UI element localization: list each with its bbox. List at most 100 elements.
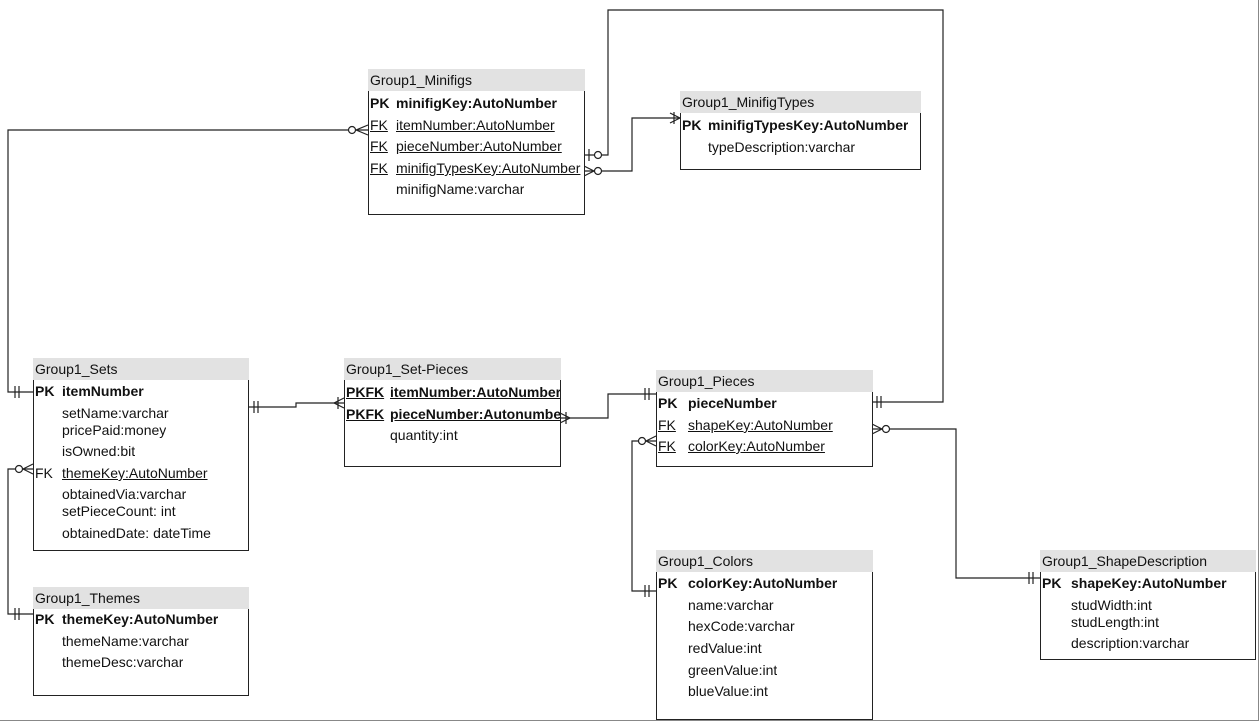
crow-many-st-a: [22, 463, 34, 470]
field-name: studWidth:int: [1071, 597, 1152, 613]
entity-minifigs[interactable]: Group1_Minifigs PK minifigKey:AutoNumber…: [368, 69, 585, 215]
field-row: isOwned:bit: [34, 442, 248, 460]
crow-zero-minifigs-t: [593, 166, 603, 176]
field-row: PK themeKey:AutoNumber: [34, 610, 248, 628]
pkfk-label: PKFK: [346, 384, 385, 400]
field-name: colorKey:AutoNumber: [688, 575, 838, 591]
field-name: redValue:int: [688, 640, 762, 656]
entity-title: Group1_ShapeDescription: [1040, 550, 1256, 572]
field-row: FK pieceNumber:AutoNumber: [369, 137, 584, 155]
fk-label: FK: [658, 438, 676, 454]
pk-label: PK: [35, 611, 55, 627]
field-row: FK minifigTypesKey:AutoNumber: [369, 159, 584, 177]
field-name: setPieceCount: int: [62, 503, 176, 519]
field-row: minifigName:varchar: [369, 180, 584, 198]
field-row: pricePaid:money: [34, 421, 248, 439]
entity-setpieces[interactable]: Group1_Set-Pieces PKFK itemNumber:AutoNu…: [344, 358, 561, 467]
rel-pieces-colors: [631, 440, 656, 592]
field-name: typeDescription:varchar: [708, 139, 856, 155]
field-row: PK itemNumber: [34, 382, 248, 400]
fk-label: FK: [658, 417, 676, 433]
field-name: themeName:varchar: [62, 633, 189, 649]
field-name: obtainedVia:varchar: [62, 486, 187, 502]
pk-label: PK: [682, 117, 702, 133]
entity-themes[interactable]: Group1_Themes PK themeKey:AutoNumber the…: [33, 587, 249, 696]
field-name: hexCode:varchar: [688, 618, 795, 634]
field-row: PK minifigTypesKey:AutoNumber: [681, 116, 920, 134]
crow-one-types-b: [669, 117, 681, 124]
rel-setpieces-pieces: [560, 393, 656, 419]
field-name: pieceNumber:AutoNumber: [396, 138, 562, 154]
field-name: itemNumber: [62, 383, 144, 399]
field-row: setPieceCount: int: [34, 502, 248, 520]
crow-many-minifigs-t-a: [583, 165, 595, 172]
field-row: FK shapeKey:AutoNumber: [657, 416, 872, 434]
entity-title: Group1_Set-Pieces: [344, 358, 561, 380]
field-row: PK minifigKey:AutoNumber: [369, 94, 584, 112]
crow-many-ps-b: [871, 428, 883, 435]
entity-colors[interactable]: Group1_Colors PK colorKey:AutoNumber nam…: [656, 550, 873, 720]
field-name: quantity:int: [390, 427, 458, 443]
crow-many-sp-a: [333, 397, 345, 404]
rel-minifigs-pieces: [584, 9, 944, 403]
field-row: typeDescription:varchar: [681, 138, 920, 156]
crow-one-types-a: [669, 112, 681, 119]
crow-many-pc-a: [645, 435, 657, 442]
crow-many-minifigs-b: [355, 129, 369, 136]
pk-label: PK: [370, 95, 390, 111]
field-row: description:varchar: [1041, 634, 1255, 652]
field-name: themeKey:AutoNumber: [62, 465, 208, 481]
entity-pieces[interactable]: Group1_Pieces PK pieceNumber FK shapeKey…: [656, 370, 873, 467]
entity-shapedescription[interactable]: Group1_ShapeDescription PK shapeKey:Auto…: [1040, 550, 1256, 660]
entity-minifigtypes[interactable]: Group1_MinifigTypes PK minifigTypesKey:A…: [680, 91, 921, 170]
field-name: themeDesc:varchar: [62, 654, 184, 670]
field-name: isOwned:bit: [62, 443, 136, 459]
crow-zero-pc: [637, 436, 647, 446]
field-row: greenValue:int: [657, 661, 872, 679]
entity-title: Group1_MinifigTypes: [680, 91, 921, 113]
field-name: pricePaid:money: [62, 422, 167, 438]
entity-sets[interactable]: Group1_Sets PK itemNumber setName:varcha…: [33, 358, 249, 551]
crow-many-pc-b: [645, 440, 657, 447]
field-name: itemNumber:AutoNumber: [396, 117, 555, 133]
field-name: description:varchar: [1071, 635, 1190, 651]
field-row: PK shapeKey:AutoNumber: [1041, 574, 1255, 592]
field-row: PKFK pieceNumber:Autonumber: [345, 405, 560, 423]
crow-many-sp-b: [333, 402, 345, 409]
field-name: shapeKey:AutoNumber: [688, 417, 833, 433]
field-name: blueValue:int: [688, 683, 768, 699]
field-row: blueValue:int: [657, 682, 872, 700]
field-row: studLength:int: [1041, 613, 1255, 631]
crow-many-minifigs-t-b: [583, 170, 595, 177]
crow-many-ps-a: [871, 423, 883, 430]
field-name: itemNumber:AutoNumber: [390, 384, 560, 400]
crow-zero-minifigs-pn: [593, 150, 603, 160]
field-name: themeKey:AutoNumber: [62, 611, 219, 627]
pk-label: PK: [658, 575, 678, 591]
pk-label: PK: [1042, 575, 1062, 591]
field-row: studWidth:int: [1041, 596, 1255, 614]
field-name: pieceNumber:Autonumber: [390, 406, 560, 422]
pkfk-label: PKFK: [346, 406, 385, 422]
crow-many-sp2-a: [559, 412, 571, 419]
field-name: minifigTypesKey:AutoNumber: [396, 160, 581, 176]
field-row: hexCode:varchar: [657, 617, 872, 635]
crow-many-st-b: [22, 468, 34, 475]
field-name: colorKey:AutoNumber: [688, 438, 825, 454]
entity-title: Group1_Colors: [656, 550, 873, 572]
rel-sets-themes: [7, 468, 33, 615]
field-name: obtainedDate: dateTime: [62, 525, 211, 541]
crow-zero-ps: [881, 424, 891, 434]
fk-label: FK: [370, 117, 388, 133]
field-row: PK colorKey:AutoNumber: [657, 574, 872, 592]
field-name: shapeKey:AutoNumber: [1071, 575, 1227, 591]
field-row: setName:varchar: [34, 404, 248, 422]
field-row: obtainedDate: dateTime: [34, 524, 248, 542]
pk-label: PK: [35, 383, 55, 399]
entity-title: Group1_Minifigs: [368, 69, 585, 91]
field-name: minifigKey:AutoNumber: [396, 95, 557, 111]
field-row: themeName:varchar: [34, 632, 248, 650]
field-row: name:varchar: [657, 596, 872, 614]
